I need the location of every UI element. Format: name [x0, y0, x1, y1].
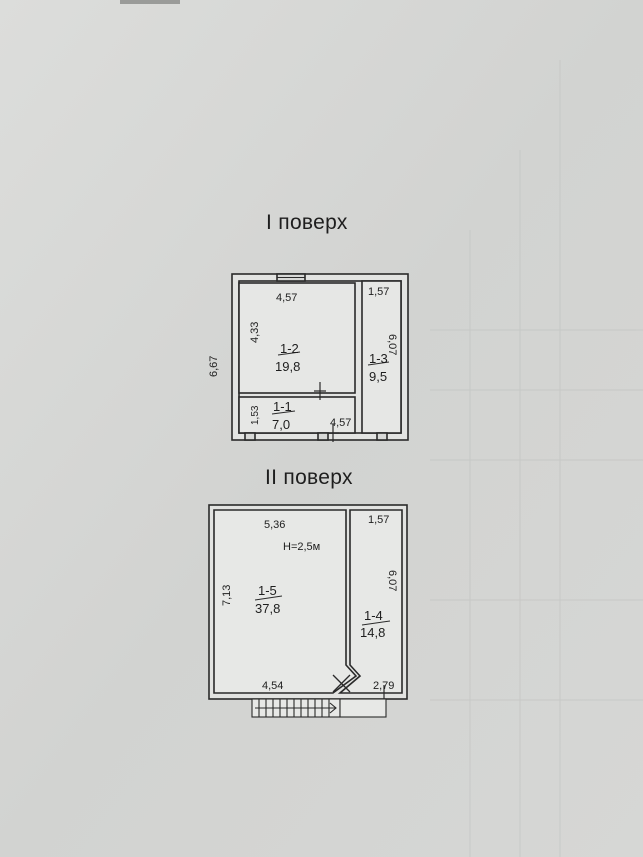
dim-room-1-4-height: 6,07: [386, 570, 398, 591]
room-1-3-number: 1-3: [369, 351, 388, 366]
dim-floor-1-outer-height: 6,67: [208, 356, 220, 377]
dim-room-1-2-height: 4,33: [249, 322, 261, 343]
room-1-4-outline: [337, 509, 403, 694]
room-1-2-number: 1-2: [280, 341, 299, 356]
ceiling-height: Н=2,5м: [283, 541, 320, 553]
dim-room-1-3-height: 6,07: [386, 334, 398, 355]
room-1-2-area: 19,8: [275, 359, 300, 374]
dim-room-1-3-width: 1,57: [368, 286, 389, 298]
dim-room-1-2-width: 4,57: [276, 292, 297, 304]
room-1-5-number: 1-5: [258, 583, 277, 598]
dim-room-1-5-width: 5,36: [264, 519, 285, 531]
room-1-1-area: 7,0: [272, 417, 290, 432]
room-1-5-area: 37,8: [255, 601, 280, 616]
room-1-4-area: 14,8: [360, 625, 385, 640]
floor-2-title: II поверх: [265, 466, 353, 489]
dim-room-1-5-height: 7,13: [221, 585, 233, 606]
dim-room-1-4-width: 1,57: [368, 514, 389, 526]
room-1-2-outline: [238, 282, 356, 394]
dim-room-1-5-bottom-width: 4,54: [262, 680, 283, 692]
floor-2-stairs: [251, 698, 341, 718]
floor-1-title: I поверх: [266, 211, 348, 234]
room-1-5-outline: [213, 509, 358, 694]
dim-room-1-1-width: 4,57: [330, 417, 351, 429]
dim-room-1-1-height: 1,53: [250, 405, 261, 425]
room-1-1-outline: [238, 396, 356, 434]
room-1-4-number: 1-4: [364, 608, 383, 623]
room-1-3-area: 9,5: [369, 369, 387, 384]
dim-room-1-4-bottom-width: 2,79: [373, 680, 394, 692]
room-1-1-number: 1-1: [273, 399, 292, 414]
